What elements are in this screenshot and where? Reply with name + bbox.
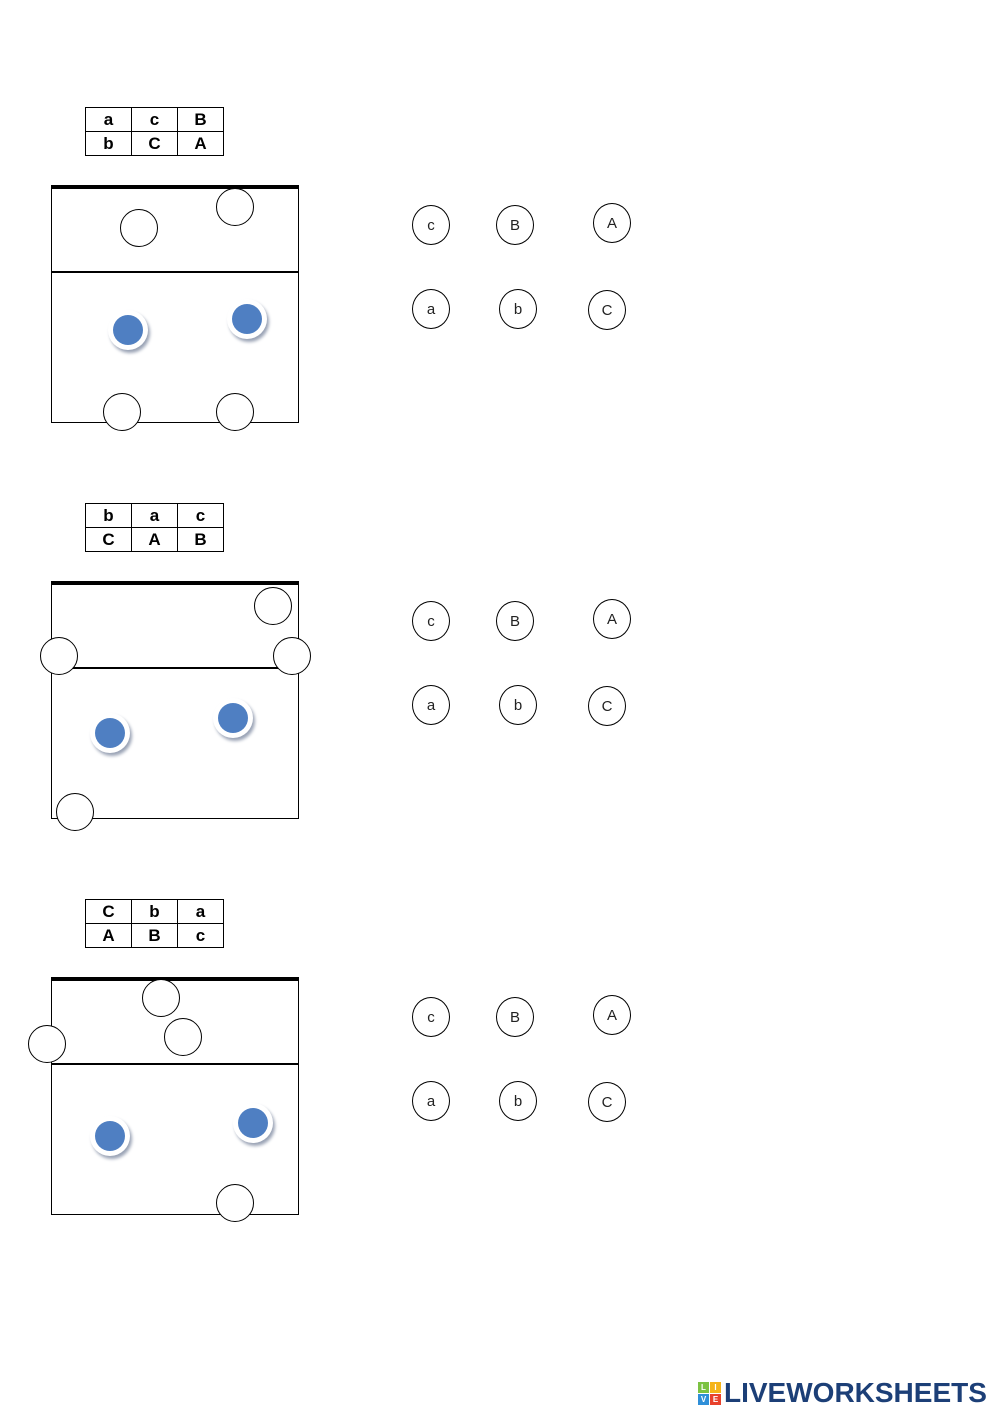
key-cell: B (131, 923, 178, 948)
drop-position[interactable] (56, 793, 94, 831)
key-cell: C (85, 899, 132, 924)
label-text: A (606, 214, 617, 232)
net-line (51, 1063, 299, 1065)
draggable-player-label[interactable]: a (412, 289, 450, 329)
draggable-player-label[interactable]: B (496, 997, 534, 1037)
logo-letter: L (698, 1381, 709, 1393)
key-cell: a (177, 899, 224, 924)
player-marker (108, 310, 148, 350)
drop-position[interactable] (216, 393, 254, 431)
label-text: b (513, 300, 523, 318)
label-text: C (601, 697, 613, 715)
label-text: c (427, 216, 435, 234)
drop-position[interactable] (254, 587, 292, 625)
draggable-player-label[interactable]: C (588, 290, 626, 330)
key-cell: A (177, 131, 224, 156)
player-marker (227, 299, 267, 339)
logo-letter: V (698, 1393, 709, 1405)
draggable-player-label[interactable]: A (593, 203, 631, 243)
player-marker (90, 713, 130, 753)
logo-letter: I (710, 1381, 721, 1393)
label-text: a (426, 696, 436, 714)
drop-position[interactable] (28, 1025, 66, 1063)
draggable-player-label[interactable]: b (499, 1081, 537, 1121)
draggable-player-label[interactable]: a (412, 685, 450, 725)
player-marker (90, 1116, 130, 1156)
drop-position[interactable] (273, 637, 311, 675)
net-line (51, 667, 299, 669)
key-cell: c (177, 923, 224, 948)
draggable-player-label[interactable]: C (588, 1082, 626, 1122)
player-marker (233, 1103, 273, 1143)
key-cell: b (85, 503, 132, 528)
drop-position[interactable] (142, 979, 180, 1017)
key-cell: C (131, 131, 178, 156)
label-text: c (427, 1008, 435, 1026)
label-text: B (509, 216, 520, 234)
key-cell: b (131, 899, 178, 924)
draggable-player-label[interactable]: a (412, 1081, 450, 1121)
volleyball-court (51, 977, 299, 1215)
draggable-player-label[interactable]: C (588, 686, 626, 726)
label-text: B (509, 612, 520, 630)
key-cell: a (131, 503, 178, 528)
label-text: B (509, 1008, 520, 1026)
label-text: b (513, 696, 523, 714)
key-cell: A (85, 923, 132, 948)
player-marker (213, 698, 253, 738)
draggable-player-label[interactable]: A (593, 599, 631, 639)
key-cell: b (85, 131, 132, 156)
key-cell: C (85, 527, 132, 552)
net-line (51, 271, 299, 273)
drop-position[interactable] (164, 1018, 202, 1056)
label-text: C (601, 1093, 613, 1111)
label-text: b (513, 1092, 523, 1110)
key-cell: B (177, 527, 224, 552)
draggable-player-label[interactable]: c (412, 205, 450, 245)
label-text: A (606, 610, 617, 628)
draggable-player-label[interactable]: A (593, 995, 631, 1035)
draggable-player-label[interactable]: b (499, 685, 537, 725)
logo-text: LIVEWORKSHEETS (724, 1377, 987, 1408)
logo-icon: L I V E (698, 1381, 721, 1405)
drop-position[interactable] (40, 637, 78, 675)
key-cell: c (131, 107, 178, 132)
label-text: c (427, 612, 435, 630)
volleyball-court (51, 185, 299, 423)
key-cell: B (177, 107, 224, 132)
drop-position[interactable] (103, 393, 141, 431)
draggable-player-label[interactable]: B (496, 205, 534, 245)
key-cell: c (177, 503, 224, 528)
draggable-player-label[interactable]: B (496, 601, 534, 641)
label-text: a (426, 300, 436, 318)
draggable-player-label[interactable]: c (412, 997, 450, 1037)
drop-position[interactable] (216, 188, 254, 226)
draggable-player-label[interactable]: c (412, 601, 450, 641)
key-cell: a (85, 107, 132, 132)
label-text: C (601, 301, 613, 319)
drop-position[interactable] (120, 209, 158, 247)
volleyball-court (51, 581, 299, 819)
drop-position[interactable] (216, 1184, 254, 1222)
liveworksheets-logo: L I V E LIVEWORKSHEETS (698, 1377, 987, 1409)
logo-letter: E (710, 1393, 721, 1405)
label-text: a (426, 1092, 436, 1110)
key-cell: A (131, 527, 178, 552)
label-text: A (606, 1006, 617, 1024)
draggable-player-label[interactable]: b (499, 289, 537, 329)
